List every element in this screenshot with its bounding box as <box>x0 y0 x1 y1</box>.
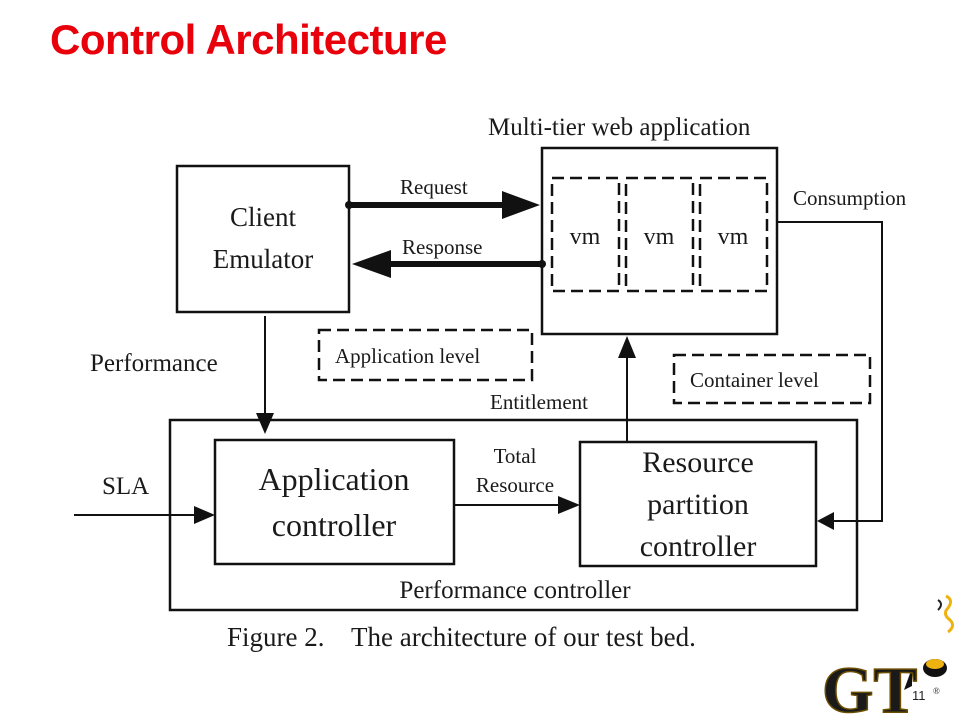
vm-label-2: vm <box>644 224 675 250</box>
request-arrow-tail <box>345 201 353 209</box>
registered-mark: ® <box>933 686 940 696</box>
multi-tier-label: Multi-tier web application <box>488 114 751 141</box>
performance-label: Performance <box>90 350 218 377</box>
client-emulator-box <box>175 164 351 314</box>
application-level-box <box>317 328 534 382</box>
page-number: 11 <box>912 688 926 703</box>
response-arrow-head <box>352 250 391 278</box>
request-label: Request <box>400 175 468 199</box>
request-arrow-head <box>502 191 540 219</box>
response-arrow-tail <box>538 260 546 268</box>
slide-title: Control Architecture <box>50 16 447 63</box>
consumption-label: Consumption <box>793 186 907 210</box>
resource-partition-line-2: partition <box>647 488 749 521</box>
vm-label-1: vm <box>570 224 601 250</box>
application-level-label: Application level <box>335 344 480 368</box>
resource-partition-line-1: Resource <box>642 446 754 479</box>
sla-label: SLA <box>102 473 149 500</box>
container-level-label: Container level <box>690 368 819 392</box>
client-emulator-line-1: Client <box>230 202 296 232</box>
total-resource-line-1: Total <box>494 444 537 468</box>
performance-controller-label: Performance controller <box>399 577 631 604</box>
consumption-arrow-head <box>817 512 834 530</box>
georgia-tech-logo: GT ® <box>821 594 955 722</box>
resource-partition-controller-box <box>578 440 818 568</box>
sla-arrow-head <box>194 506 215 524</box>
application-controller-line-2: controller <box>272 507 397 543</box>
resource-partition-line-3: controller <box>640 530 757 563</box>
application-controller-line-1: Application <box>258 461 409 497</box>
application-controller-box <box>213 438 456 566</box>
vm-label-3: vm <box>718 224 749 250</box>
response-label: Response <box>402 235 483 259</box>
client-emulator-line-2: Emulator <box>213 244 313 274</box>
total-resource-arrow-head <box>558 496 580 514</box>
total-resource-line-2: Resource <box>476 473 554 497</box>
entitlement-arrow-head <box>618 336 636 358</box>
entitlement-label: Entitlement <box>490 390 588 414</box>
gt-logo-text: GT <box>822 654 917 722</box>
performance-arrow-head <box>256 413 274 434</box>
yellow-jacket-icon <box>904 594 955 690</box>
figure-caption: Figure 2. The architecture of our test b… <box>227 622 696 652</box>
multi-tier-box <box>540 146 779 336</box>
container-level-box <box>672 353 872 405</box>
